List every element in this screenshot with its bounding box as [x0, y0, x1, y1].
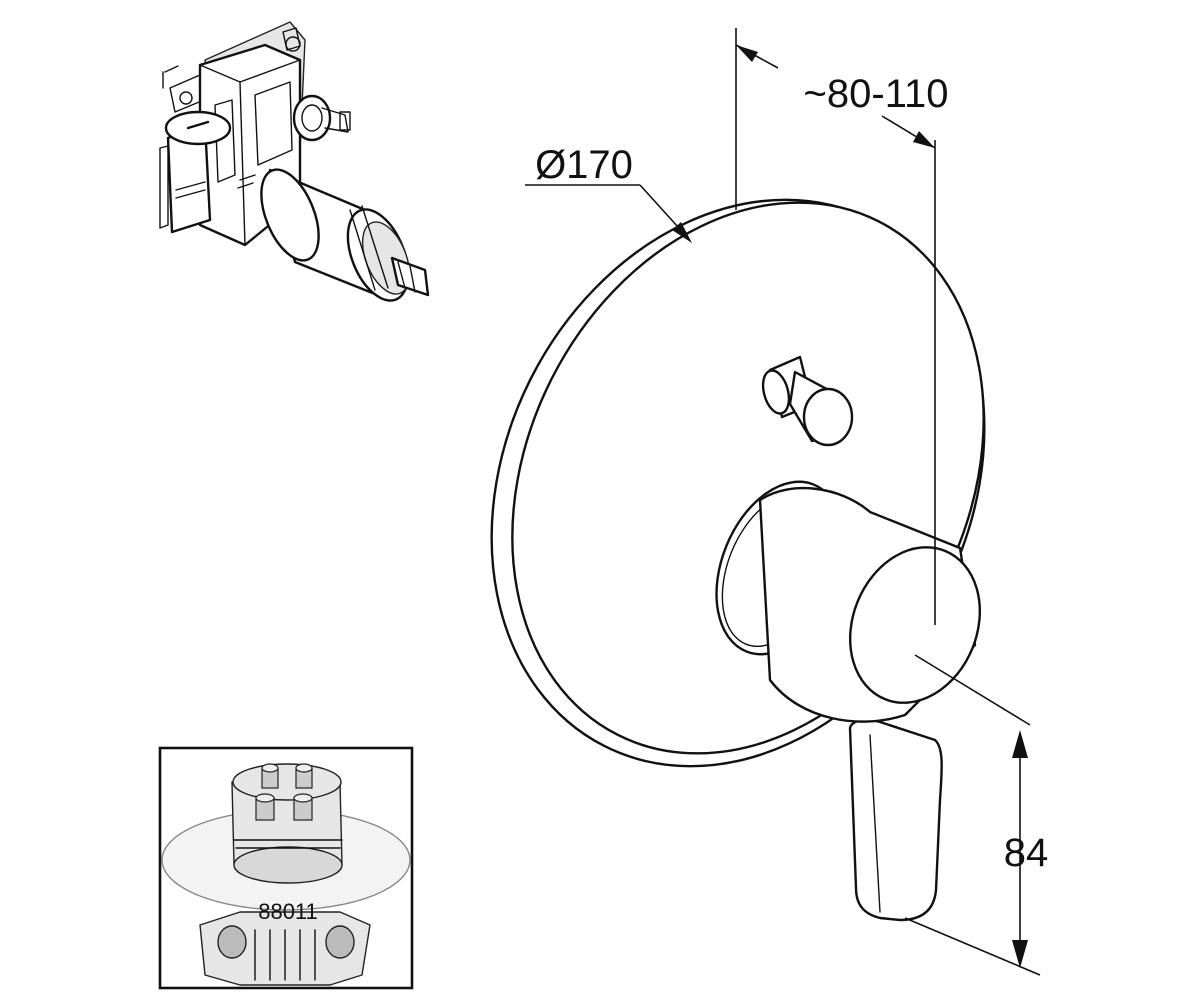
- cartridge-inset: 88011: [158, 746, 414, 990]
- lever-length-label: 84: [1004, 831, 1049, 875]
- escutcheon-plate: [490, 198, 986, 768]
- rough-in-valve-body: [159, 21, 430, 302]
- dimension-lines: Ø170 ~80-110 84: [525, 28, 1049, 976]
- cartridge-knobs: [255, 763, 313, 821]
- part-number-label: 88011: [258, 899, 318, 924]
- mixer-handle: [715, 480, 982, 922]
- diameter-label: Ø170: [535, 143, 633, 187]
- projection-label: ~80-110: [804, 72, 949, 116]
- diverter-knob: [761, 355, 854, 447]
